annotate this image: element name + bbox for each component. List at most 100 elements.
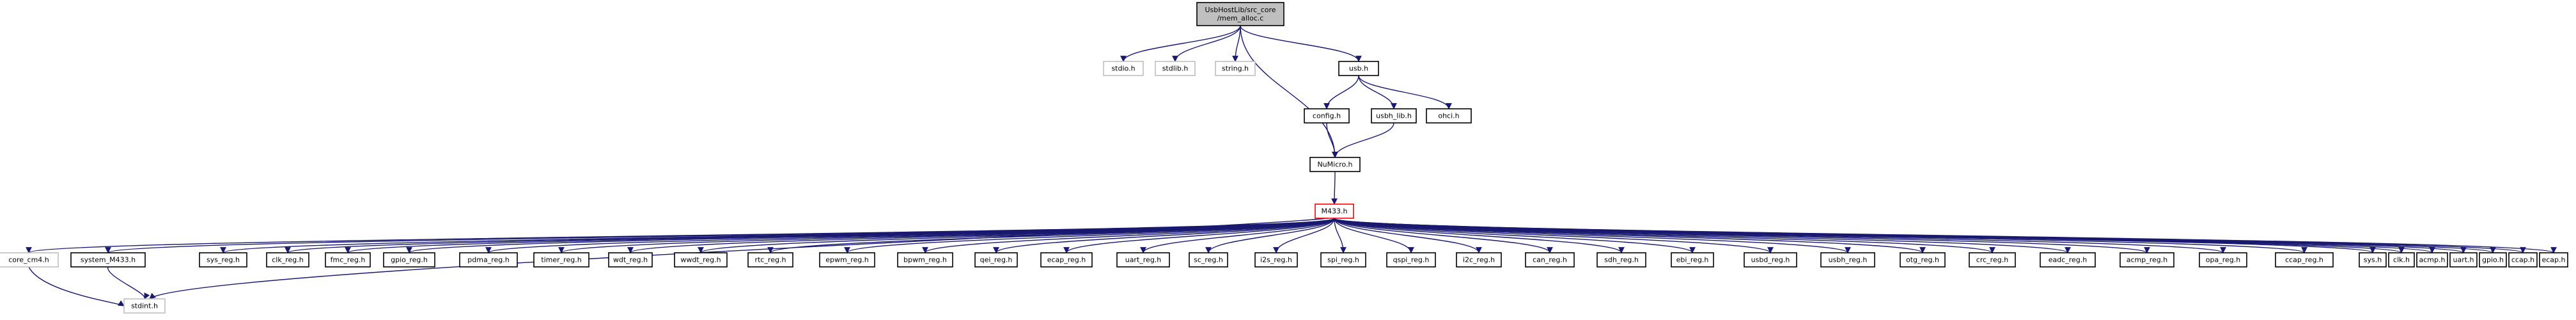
node-M433-h[interactable]: M433.h: [1315, 204, 1354, 219]
node-bpwm-reg-h[interactable]: bpwm_reg.h: [897, 252, 953, 268]
node-clk-reg-h[interactable]: clk_reg.h: [266, 252, 309, 268]
edge-layer: [26, 25, 2557, 307]
node-label: ecap_reg.h: [1047, 256, 1086, 264]
node-timer-reg-h[interactable]: timer_reg.h: [533, 252, 589, 268]
node-box: [1371, 108, 1417, 124]
node-label: system_M433.h: [81, 256, 136, 264]
node-label: ohci.h: [1438, 112, 1459, 120]
node-label: bpwm_reg.h: [903, 256, 947, 264]
node-sys-reg-h[interactable]: sys_reg.h: [199, 252, 247, 268]
node-clk-h[interactable]: clk.h: [2388, 252, 2415, 268]
node-label: uart_reg.h: [1125, 256, 1162, 264]
node-fmc-reg-h[interactable]: fmc_reg.h: [325, 252, 371, 268]
node-mem-alloc-c[interactable]: UsbHostLib/src_core/mem_alloc.c: [1196, 2, 1284, 26]
node-label: clk.h: [2393, 256, 2410, 264]
node-box: [1671, 252, 1714, 268]
node-label: stdlib.h: [1162, 65, 1189, 73]
node-i2c-reg-h[interactable]: i2c_reg.h: [1456, 252, 1502, 268]
node-sc-reg-h[interactable]: sc_reg.h: [1189, 252, 1228, 268]
node-usbd-reg-h[interactable]: usbd_reg.h: [1744, 252, 1797, 268]
node-label: config.h: [1313, 112, 1341, 120]
node-label: M433.h: [1322, 207, 1348, 216]
node-qei-reg-h[interactable]: qei_reg.h: [974, 252, 1018, 268]
node-sdh-reg-h[interactable]: sdh_reg.h: [1596, 252, 1646, 268]
node-stdlib-h[interactable]: stdlib.h: [1155, 61, 1196, 76]
node-ebi-reg-h[interactable]: ebi_reg.h: [1671, 252, 1714, 268]
node-box: [459, 252, 518, 268]
node-string-h[interactable]: string.h: [1215, 61, 1256, 76]
node-crc-reg-h[interactable]: crc_reg.h: [1969, 252, 2016, 268]
node-label: wdt_reg.h: [613, 256, 648, 264]
edge-config-h-to-NuMicro-h: [1326, 122, 1338, 158]
node-box: [2275, 252, 2334, 268]
node-label: sdh_reg.h: [1604, 256, 1639, 264]
node-box: [1596, 252, 1646, 268]
edge-NuMicro-h-to-M433-h: [1331, 171, 1338, 205]
node-can-reg-h[interactable]: can_reg.h: [1525, 252, 1575, 268]
node-wwdt-reg-h[interactable]: wwdt_reg.h: [674, 252, 728, 268]
edge-M433-h-to-usbd-reg-h: [1334, 218, 1774, 253]
node-rtc-reg-h[interactable]: rtc_reg.h: [747, 252, 793, 268]
node-label: ecap.h: [2541, 256, 2565, 264]
node-label: sys.h: [2364, 256, 2382, 264]
node-spi-reg-h[interactable]: spi_reg.h: [1320, 252, 1366, 268]
node-wdt-reg-h[interactable]: wdt_reg.h: [608, 252, 653, 268]
node-box: [1116, 252, 1170, 268]
node-box: [2359, 252, 2387, 268]
node-label: usbd_reg.h: [1751, 256, 1790, 264]
node-NuMicro-h[interactable]: NuMicro.h: [1309, 157, 1361, 172]
node-label: eadc_reg.h: [2049, 256, 2088, 264]
node-label: acmp.h: [2419, 256, 2446, 264]
node-gpio-reg-h[interactable]: gpio_reg.h: [383, 252, 435, 268]
node-sys-h[interactable]: sys.h: [2359, 252, 2387, 268]
node-box: [1155, 61, 1196, 76]
edge-mem-alloc-c-to-usb-h: [1240, 25, 1362, 62]
node-uart-reg-h[interactable]: uart_reg.h: [1116, 252, 1170, 268]
node-opa-reg-h[interactable]: opa_reg.h: [2199, 252, 2247, 268]
edge-M433-h-to-usbh-reg-h: [1334, 218, 1851, 253]
node-label: gpio_reg.h: [391, 256, 428, 264]
node-epwm-reg-h[interactable]: epwm_reg.h: [819, 252, 875, 268]
node-box: [2539, 252, 2568, 268]
node-layer: UsbHostLib/src_core/mem_alloc.c stdio.h st…: [0, 2, 2568, 314]
node-box: [2119, 252, 2174, 268]
node-core-cm4-h[interactable]: core_cm4.h: [0, 252, 59, 268]
node-label: stdio.h: [1111, 65, 1135, 73]
node-stdio-h[interactable]: stdio.h: [1103, 61, 1144, 76]
node-acmp-reg-h[interactable]: acmp_reg.h: [2119, 252, 2174, 268]
node-eadc-reg-h[interactable]: eadc_reg.h: [2040, 252, 2096, 268]
node-box: [2388, 252, 2415, 268]
node-box: [1338, 61, 1379, 76]
node-pdma-reg-h[interactable]: pdma_reg.h: [459, 252, 518, 268]
edge-mem-alloc-c-to-NuMicro-h: [1240, 25, 1338, 158]
node-ohci-h[interactable]: ohci.h: [1426, 108, 1472, 124]
node-config-h[interactable]: config.h: [1304, 108, 1350, 124]
node-stdint-h[interactable]: stdint.h: [123, 298, 166, 314]
edge-usbh-lib-h-to-NuMicro-h: [1332, 122, 1394, 158]
node-i2s-reg-h[interactable]: i2s_reg.h: [1254, 252, 1298, 268]
node-box: [2479, 252, 2507, 268]
node-label: UsbHostLib/src_core: [1205, 6, 1276, 14]
node-system-M433-h[interactable]: system_M433.h: [70, 252, 146, 268]
node-label: i2c_reg.h: [1463, 256, 1495, 264]
node-label: ccap_reg.h: [2285, 256, 2323, 264]
node-box: [1215, 61, 1256, 76]
node-gpio-h[interactable]: gpio.h: [2479, 252, 2507, 268]
node-ccap-h[interactable]: ccap.h: [2508, 252, 2538, 268]
node-acmp-h[interactable]: acmp.h: [2416, 252, 2448, 268]
node-uart-h[interactable]: uart.h: [2449, 252, 2478, 268]
node-ecap-reg-h[interactable]: ecap_reg.h: [1040, 252, 1093, 268]
edge-M433-h-to-bpwm-reg-h: [922, 218, 1335, 253]
node-otg-reg-h[interactable]: otg_reg.h: [1900, 252, 1946, 268]
node-label: crc_reg.h: [1976, 256, 2008, 264]
node-ccap-reg-h[interactable]: ccap_reg.h: [2275, 252, 2334, 268]
edge-mem-alloc-c-to-stdlib-h: [1172, 25, 1241, 62]
node-ecap-h[interactable]: ecap.h: [2539, 252, 2568, 268]
node-usbh-reg-h[interactable]: usbh_reg.h: [1820, 252, 1875, 268]
node-usbh-lib-h[interactable]: usbh_lib.h: [1371, 108, 1417, 124]
node-label: sys_reg.h: [207, 256, 240, 264]
node-usb-h[interactable]: usb.h: [1338, 61, 1379, 76]
node-qspi-reg-h[interactable]: qspi_reg.h: [1386, 252, 1436, 268]
edge-M433-h-to-sdh-reg-h: [1334, 218, 1625, 253]
node-box: [747, 252, 793, 268]
